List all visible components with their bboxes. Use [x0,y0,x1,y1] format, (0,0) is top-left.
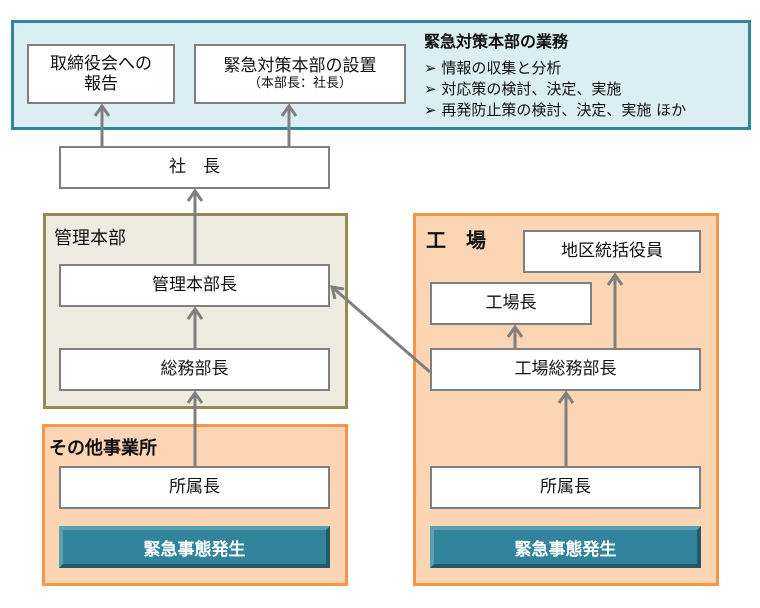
arrow-factory-ga-to-regional [606,272,624,348]
regional-officer-box: 地区統括役員 [523,230,701,273]
factory-ga-head-box: 工場総務部長 [430,348,701,391]
arrow-president-to-report [93,103,111,146]
duty-item: ➢ 情報の収集と分析 [424,59,562,77]
arrow-mgmt-head-to-president [186,188,204,264]
factory-group-label: 工 場 [426,228,486,252]
board-report-line2: 報告 [84,74,118,94]
other-dept-head-label: 所属長 [169,477,220,498]
duty-item: ➢ 再発防止策の検討、決定、実施 ほか [424,101,687,119]
president-label: 社 長 [169,157,220,178]
management-head-label: 管理本部長 [152,275,237,296]
other-sites-label: その他事業所 [49,438,157,459]
management-head-box: 管理本部長 [59,264,330,307]
ga-head-box: 総務部長 [59,348,330,391]
factory-dept-head-label: 所属長 [540,477,591,498]
factory-ga-head-label: 工場総務部長 [514,359,617,380]
hq-duties-title: 緊急対策本部の業務 [424,32,569,51]
arrow-other-dept-to-ga [186,390,204,466]
duty-item: ➢ 対応策の検討、決定、実施 [424,80,622,98]
hq-setup-box: 緊急対策本部の設置 （本部長：社長） [194,44,406,104]
factory-manager-label: 工場長 [485,293,537,314]
hq-setup-line2: （本部長：社長） [247,76,352,92]
arrow-factory-dept-to-ga [557,390,575,466]
arrow-president-to-hq [280,103,298,146]
arrow-factory-ga-to-mgmt-head [329,285,431,374]
regional-officer-label: 地区統括役員 [561,241,663,262]
management-group-label: 管理本部 [54,228,126,249]
arrow-factory-ga-to-manager [506,324,524,348]
other-dept-head-box: 所属長 [59,466,330,509]
factory-emergency-label: 緊急事態発生 [514,539,617,560]
arrow-ga-to-mgmt-head [186,306,204,348]
president-box: 社 長 [59,146,330,189]
board-report-box: 取締役会への 報告 [27,44,175,104]
other-emergency-label: 緊急事態発生 [143,539,246,560]
ga-head-label: 総務部長 [160,359,229,380]
factory-emergency-box: 緊急事態発生 [430,526,701,568]
other-emergency-box: 緊急事態発生 [59,526,330,568]
factory-dept-head-box: 所属長 [430,466,701,509]
board-report-line1: 取締役会への [50,53,152,74]
factory-manager-box: 工場長 [430,282,592,325]
hq-duties: 緊急対策本部の業務 ➢ 情報の収集と分析 ➢ 対応策の検討、決定、実施 ➢ 再発… [424,28,744,121]
hq-setup-line1: 緊急対策本部の設置 [223,56,377,76]
